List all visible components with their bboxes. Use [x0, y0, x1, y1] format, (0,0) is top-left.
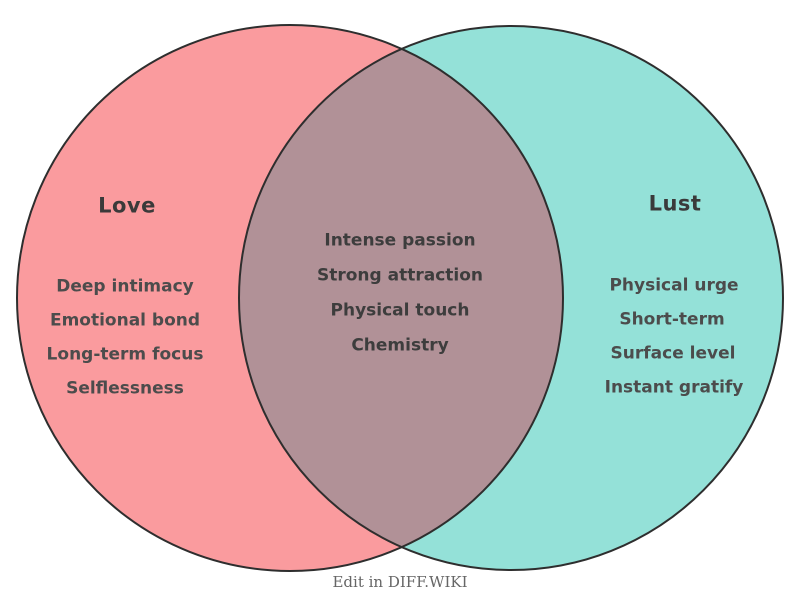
lust-circle-outline: [238, 25, 784, 571]
overlap-item: Strong attraction: [316, 265, 484, 286]
overlap-item: Chemistry: [351, 335, 449, 356]
lust-item: Short-term: [619, 309, 725, 330]
love-title: Love: [98, 193, 156, 218]
love-item: Deep intimacy: [56, 276, 194, 297]
love-item: Selflessness: [66, 378, 184, 399]
lust-item: Physical urge: [609, 275, 739, 296]
edit-in-diffwiki-link[interactable]: Edit in DIFF.WIKI: [332, 573, 468, 591]
love-item: Emotional bond: [49, 310, 201, 331]
love-item: Long-term focus: [46, 344, 204, 365]
lust-title: Lust: [648, 191, 702, 216]
overlap-region: [239, 26, 563, 570]
overlap-item: Intense passion: [324, 230, 476, 251]
lust-item: Surface level: [610, 343, 736, 364]
lust-item: Instant gratify: [604, 377, 744, 398]
overlap-item: Physical touch: [330, 300, 470, 321]
love-circle-outline: [16, 24, 564, 572]
